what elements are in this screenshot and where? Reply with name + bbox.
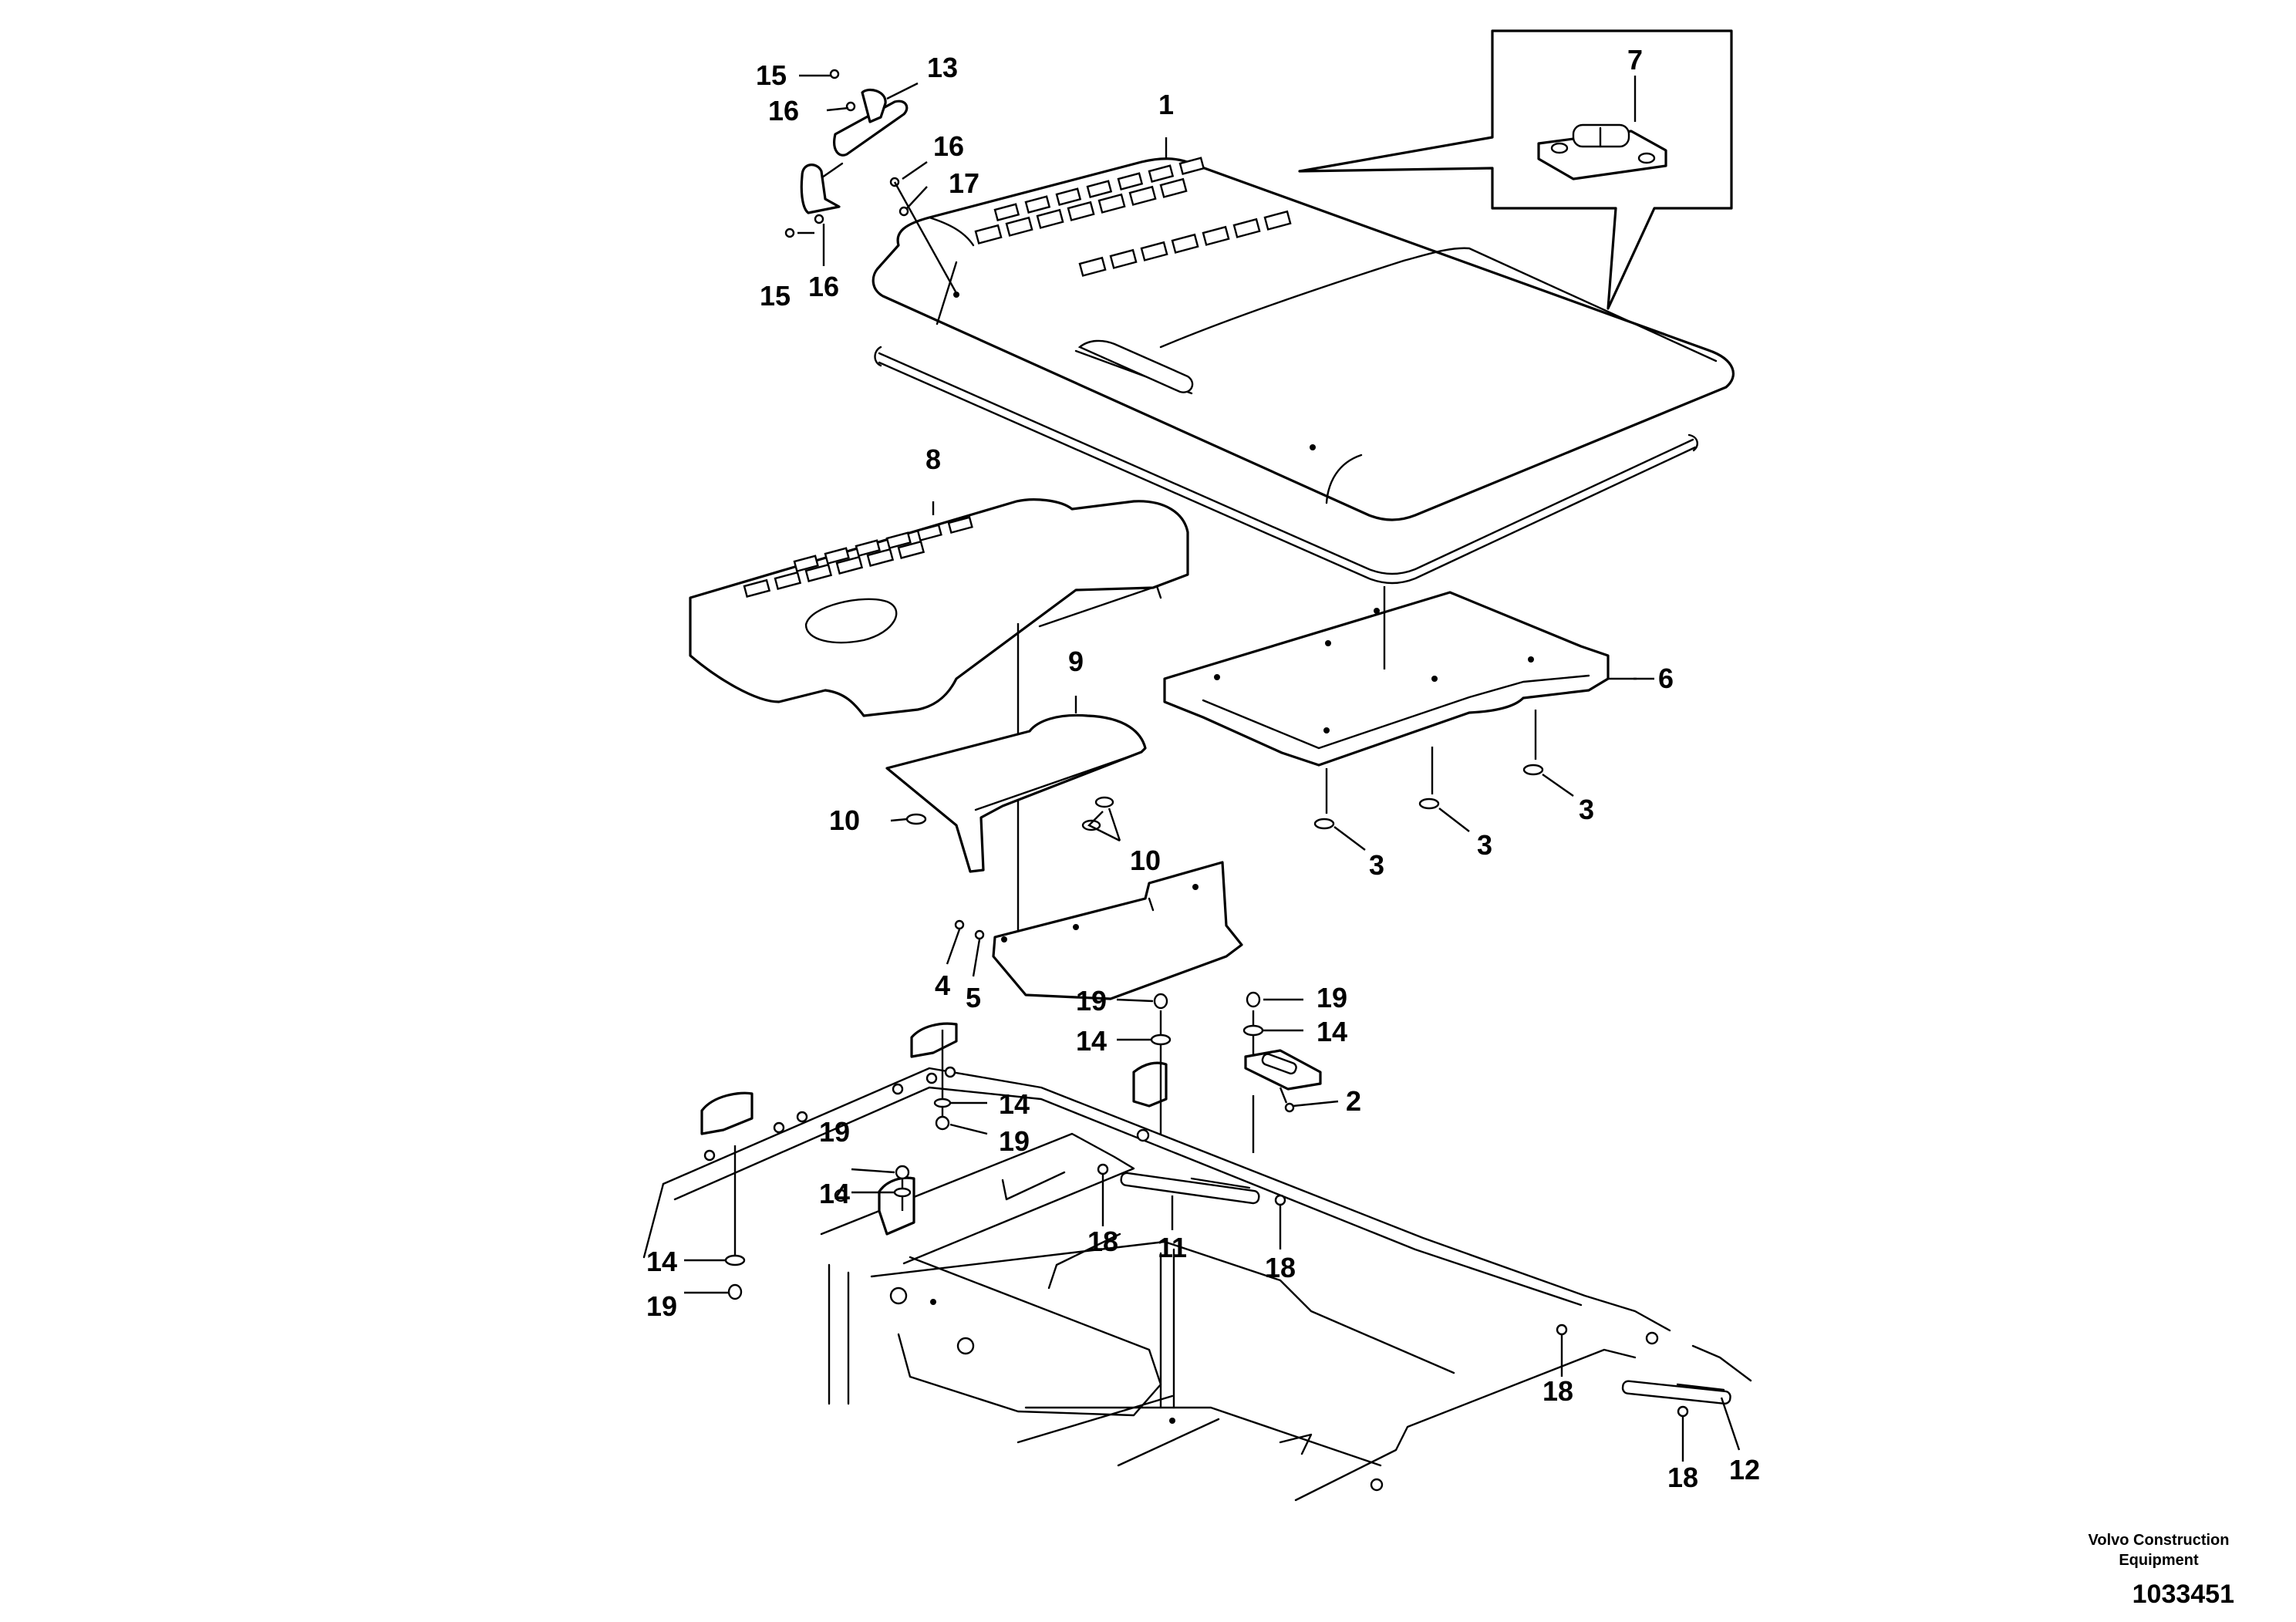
footer-drawing-number: 1033451 — [2132, 1580, 2234, 1609]
callout-18b: 18 — [1265, 1252, 1296, 1283]
hood-vent-row-lower — [1078, 210, 1292, 277]
callout-3a: 3 — [1369, 849, 1384, 881]
callout-7: 7 — [1627, 44, 1643, 76]
callout-18a: 18 — [1087, 1226, 1118, 1257]
callout-3b: 3 — [1477, 829, 1492, 861]
callout-16c: 16 — [808, 271, 839, 302]
callout-2: 2 — [1346, 1085, 1361, 1117]
hood-vent-row-upper — [974, 157, 1205, 244]
callout-1: 1 — [1158, 89, 1174, 120]
callout-3c: 3 — [1579, 794, 1594, 825]
callout-19b: 19 — [1317, 982, 1347, 1013]
screws-10 — [1081, 796, 1121, 842]
callout-14c: 14 — [999, 1088, 1030, 1120]
callout-19c: 19 — [819, 1116, 850, 1148]
hinge-2 — [1244, 1049, 1322, 1113]
callout-19d: 19 — [999, 1125, 1030, 1157]
callout-18d: 18 — [1667, 1462, 1698, 1493]
callout-18c: 18 — [1542, 1375, 1573, 1407]
callout-8: 8 — [925, 443, 941, 475]
callout-leaders — [684, 74, 1654, 1294]
callout-19e: 19 — [646, 1290, 677, 1322]
bracket-9 — [885, 696, 1147, 873]
callout-11: 11 — [1158, 1232, 1187, 1263]
callout-15a: 15 — [756, 59, 787, 91]
footer-company-name: Volvo Construction Equipment — [2088, 1532, 2230, 1569]
callout-13: 13 — [927, 52, 958, 83]
engine-hood — [872, 157, 1735, 521]
side-cover-upper — [689, 498, 1189, 933]
callout-9: 9 — [1068, 646, 1084, 677]
gas-strut-11 — [1097, 1163, 1286, 1249]
callout-19a: 19 — [1076, 985, 1107, 1017]
callout-10b: 10 — [1130, 845, 1161, 876]
callout-14a: 14 — [1076, 1025, 1107, 1057]
hinge-detail-inset — [1298, 29, 1733, 310]
callout-16a: 16 — [768, 95, 799, 126]
latch-assembly — [784, 69, 959, 298]
callout-17: 17 — [949, 167, 979, 199]
callout-12: 12 — [1729, 1454, 1760, 1485]
hood-seal — [874, 346, 1698, 585]
callout-14d: 14 — [819, 1178, 850, 1209]
mount-brackets — [700, 991, 1264, 1300]
callout-14e: 14 — [646, 1246, 677, 1277]
machine-frame — [642, 1066, 1752, 1502]
callout-labels: 1 2 3 3 3 4 5 6 7 8 9 10 10 11 12 13 14 … — [646, 44, 1760, 1493]
callout-4: 4 — [935, 969, 950, 1001]
callout-5: 5 — [966, 982, 981, 1013]
gas-strut-12 — [1556, 1324, 1741, 1462]
callout-15b: 15 — [760, 280, 791, 312]
callout-14b: 14 — [1317, 1016, 1347, 1047]
lower-bracket-plate — [946, 861, 1243, 1000]
cover-plate — [1163, 586, 1637, 814]
callout-10a: 10 — [829, 804, 860, 836]
callout-16b: 16 — [933, 130, 964, 162]
callout-6: 6 — [1658, 663, 1674, 694]
washers-3 — [1313, 764, 1574, 851]
